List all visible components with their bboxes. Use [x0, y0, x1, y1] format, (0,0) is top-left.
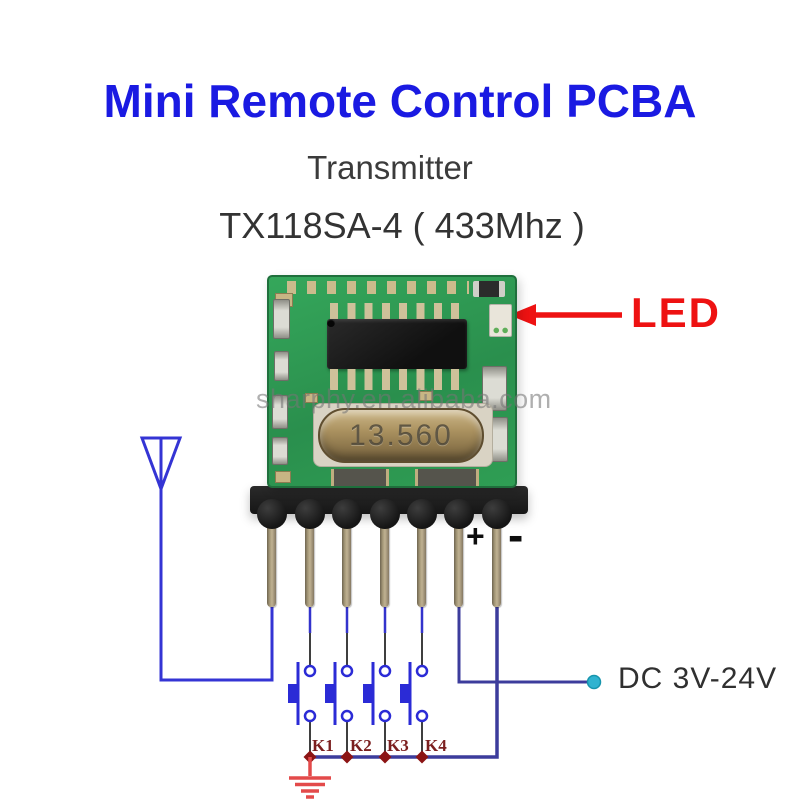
smd-component	[482, 366, 507, 411]
header-pin-1	[267, 516, 276, 607]
led-component	[489, 304, 512, 337]
pcb-board: 13.560	[267, 275, 517, 488]
pin-header-bump	[370, 499, 400, 529]
button-pin-wires	[308, 607, 424, 633]
button-lead-wires	[309, 633, 423, 756]
smd-component	[274, 351, 289, 381]
solder-pad	[419, 391, 433, 401]
power-wire	[457, 607, 588, 684]
push-button-k1	[288, 662, 317, 725]
smd-diode	[473, 281, 505, 297]
button-label-k2: K2	[350, 736, 372, 755]
header-pin-3	[342, 516, 351, 607]
led-label: LED	[631, 289, 721, 336]
header-pin-4	[380, 516, 389, 607]
plus-pin-label: +	[466, 518, 485, 554]
antenna-icon	[139, 436, 183, 494]
pin-header-bump	[257, 499, 287, 529]
minus-pin-label: -	[508, 509, 524, 561]
pin-header-bump	[407, 499, 437, 529]
push-button-k3	[363, 662, 392, 725]
watermark: sharphy.en.alibaba.com	[256, 384, 552, 414]
button-label-k3: K3	[387, 736, 409, 755]
crystal-oscillator: 13.560	[318, 408, 484, 463]
solder-pad	[305, 393, 318, 403]
header-pin-6	[454, 516, 463, 607]
smd-component	[272, 437, 288, 465]
ground-icon	[289, 757, 331, 799]
button-label-k4: K4	[425, 736, 447, 755]
solder-pad	[331, 469, 389, 486]
model-number: TX118SA-4 ( 433Mhz )	[219, 205, 585, 246]
header-pin-7	[492, 516, 501, 607]
ic-legs-top	[330, 303, 466, 321]
pin-header-bump	[482, 499, 512, 529]
solder-pad-row	[287, 281, 469, 294]
subtitle-transmitter: Transmitter	[307, 149, 473, 186]
button-label-k1: K1	[312, 736, 334, 755]
ic-chip	[327, 319, 467, 369]
smd-component	[273, 299, 290, 339]
solder-pad	[275, 471, 291, 483]
ground-bus-wire	[310, 607, 499, 759]
led-arrow-icon	[509, 304, 622, 326]
power-node-dot	[586, 674, 602, 690]
antenna-wire	[159, 489, 274, 682]
header-pin-5	[417, 516, 426, 607]
ic-pin1-dot	[327, 319, 335, 327]
pin-header-bump	[295, 499, 325, 529]
header-pin-2	[305, 516, 314, 607]
power-label: DC 3V-24V	[618, 662, 778, 695]
ic-legs-bottom	[330, 369, 466, 390]
pin-header-bump	[444, 499, 474, 529]
solder-pad	[415, 469, 479, 486]
push-button-k4	[400, 662, 429, 725]
pin-header-bump	[332, 499, 362, 529]
smd-component	[272, 395, 288, 429]
page-title: Mini Remote Control PCBA	[103, 75, 697, 127]
push-button-k2	[325, 662, 354, 725]
